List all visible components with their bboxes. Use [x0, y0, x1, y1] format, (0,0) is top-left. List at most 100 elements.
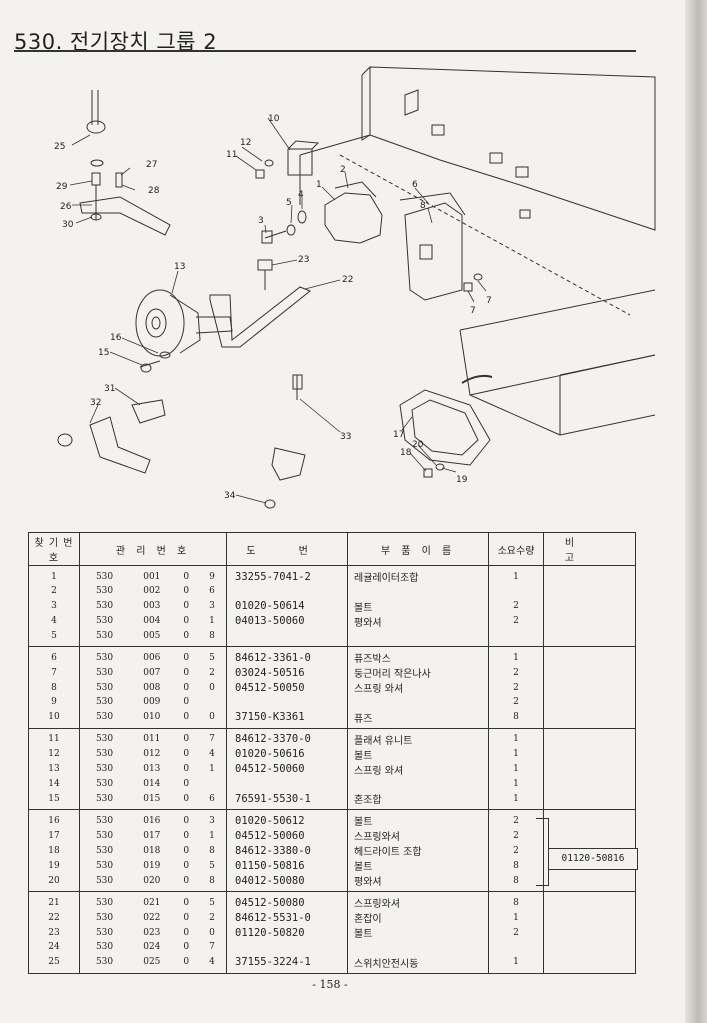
ref-cell: 6: [28, 646, 80, 665]
part-name-cell: 평와셔: [347, 873, 489, 892]
callout-3: 3: [258, 216, 264, 226]
mgmt-b-cell: 012: [143, 749, 161, 759]
mgmt-a-cell: 530: [79, 665, 130, 680]
header-mgmt: 관 리 번 호: [79, 532, 227, 566]
title-rule: [14, 50, 636, 52]
callout-20: 19: [456, 475, 468, 485]
mgmt-c-cell: 0: [174, 954, 198, 974]
callout-29: 29: [56, 182, 68, 192]
mgmt-b-cell: 001: [143, 571, 161, 582]
callout-7: 7: [470, 306, 476, 316]
drawing-number-cell: 01020-50614: [226, 598, 348, 614]
remark-cell: [543, 910, 636, 925]
drawing-number-cell: [226, 776, 348, 791]
mgmt-b-cell: 005: [129, 628, 175, 647]
remark-cell: [543, 791, 636, 810]
ref-cell: 12: [28, 746, 80, 762]
quantity-cell: 1: [488, 761, 544, 777]
mgmt-c-cell: 0: [183, 734, 190, 744]
drawing-number-cell: [226, 584, 348, 599]
drawing-number-cell: 01020-50612: [226, 809, 348, 828]
quantity-cell: 2: [488, 695, 544, 710]
remark-cell: [543, 665, 636, 680]
part-name-cell: 볼트: [347, 746, 489, 762]
remark-cell: [543, 584, 636, 599]
drawing-number-cell: [226, 628, 348, 647]
ref-cell: 16: [28, 809, 80, 828]
ref-cell: 1: [28, 565, 80, 584]
quantity-cell: 2: [488, 665, 544, 680]
quantity-cell: [488, 584, 544, 599]
mgmt-b-cell: 021: [143, 897, 161, 908]
callout-21: 20: [412, 440, 424, 450]
mgmt-b-cell: 017: [143, 830, 161, 841]
callout-30: 30: [62, 220, 74, 230]
drawing-number-cell: 03024-50516: [226, 665, 348, 680]
part-name-cell: 볼트: [347, 598, 489, 614]
part-name-cell: 평와셔: [347, 613, 489, 629]
ref-cell: 17: [28, 828, 80, 843]
mgmt-a-cell: 530: [79, 858, 130, 873]
mgmt-a-cell: 530: [79, 925, 130, 940]
mgmt-c-cell: 0: [183, 815, 190, 826]
switch-clamp: [264, 374, 306, 509]
part-name-cell: 볼트: [347, 858, 489, 873]
drawing-number-cell: [226, 940, 348, 955]
mgmt-a-cell: 530: [79, 873, 130, 892]
part-name-cell: 퓨즈: [347, 709, 489, 729]
mgmt-a-cell: 530: [79, 646, 130, 665]
mgmt-d-cell: 3: [197, 598, 227, 614]
remark-note: 01120-50816: [548, 848, 638, 870]
ref-cell: 19: [28, 858, 80, 873]
callout-32: 32: [90, 398, 101, 408]
callout-18: 17: [393, 430, 404, 440]
callout-17: 16: [110, 333, 122, 343]
quantity-cell: 1: [488, 910, 544, 925]
mgmt-d-cell: 4: [197, 746, 227, 762]
ref-cell: 22: [28, 910, 80, 925]
ref-cell: 24: [28, 940, 80, 955]
mgmt-c-cell: 0: [183, 897, 190, 908]
mgmt-c-cell: 0: [183, 927, 190, 938]
quantity-cell: 1: [488, 954, 544, 974]
drawing-number-cell: 84612-3380-0: [226, 843, 348, 858]
callout-26: 26: [60, 202, 72, 212]
exploded-parts-diagram: 25 27 28 29 26 30 10 12 11 2 1 5 4 3 6 8…: [54, 66, 656, 509]
mgmt-b-cell: 022: [143, 912, 161, 923]
callout-16: 15: [98, 348, 109, 358]
mgmt-d-cell: 8: [197, 873, 227, 892]
mgmt-d-cell: 9: [197, 565, 227, 584]
drawing-number-cell: 01150-50816: [226, 858, 348, 873]
callout-27: 27: [146, 160, 157, 170]
ref-cell: 9: [28, 695, 80, 710]
part-name-cell: 혼잡이: [347, 910, 489, 925]
mgmt-b-cell: 013: [143, 764, 161, 774]
mgmt-b-cell: 024: [143, 942, 161, 953]
part-name-cell: [347, 940, 489, 955]
part-name-cell: 스프링와셔: [347, 828, 489, 843]
quantity-cell: 8: [488, 891, 544, 910]
remark-cell: [543, 954, 636, 974]
callout-4: 4: [298, 190, 304, 200]
remark-cell: [543, 809, 636, 828]
ref-cell: 8: [28, 680, 80, 695]
mgmt-a-cell: 530: [79, 565, 130, 584]
remark-cell: [543, 761, 636, 777]
part-name-cell: 스위치안전시동: [347, 954, 489, 974]
mgmt-b-cell: 008: [143, 682, 161, 693]
remark-cell: [543, 565, 636, 584]
ref-cell: 20: [28, 873, 80, 892]
drawing-number-cell: 04012-50080: [226, 873, 348, 892]
ref-cell: 2: [28, 584, 80, 599]
ref-cell: 4: [28, 613, 80, 629]
mgmt-a-cell: 530: [79, 728, 130, 747]
